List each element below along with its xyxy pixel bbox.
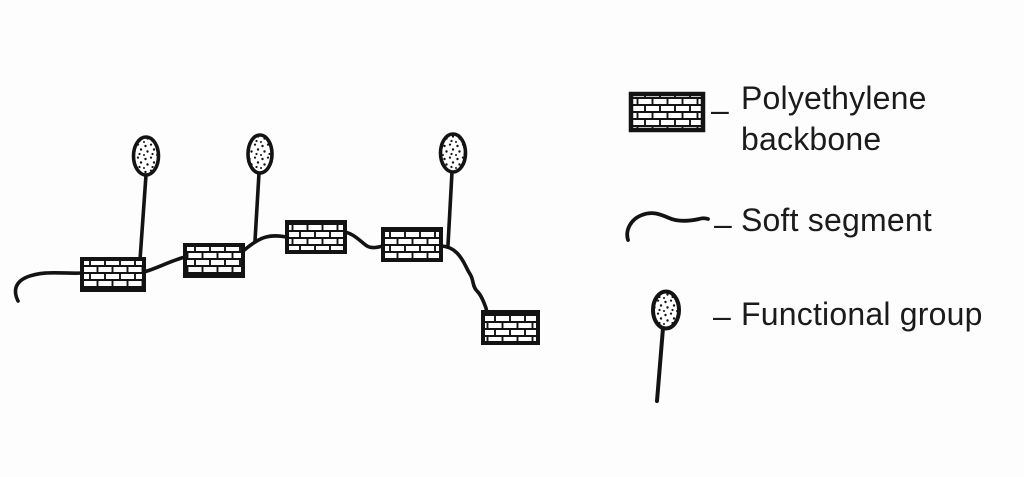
legend-label-soft-segment: Soft segment [741,202,932,238]
functional-group-stalk-1 [138,173,148,262]
functional-group-head-2 [246,133,274,175]
legend-label-polyethylene-backbone: Polyethylene backbone [741,80,927,157]
backbone-block-4 [381,227,443,262]
soft-segment-link-4 [438,244,489,315]
legend-functional-group-head [651,289,681,331]
functional-group-head-3 [438,132,468,174]
backbone-block-2 [183,243,245,278]
legend-separator-2: – [714,206,732,242]
legend-functional-group-icon [651,289,681,403]
soft-segment-link-2 [240,234,289,254]
functional-group-stalks [138,170,454,262]
legend-squiggle-line-icon [625,211,710,242]
soft-segment-left-tail [13,270,84,303]
backbone-block-5 [481,310,540,345]
soft-segment-link-3 [342,230,385,250]
legend-icons [625,91,710,403]
functional-group-stalk-3 [446,170,454,247]
legend-separator-1: – [711,92,729,128]
backbone-block-3 [285,220,347,254]
legend-separator-3: – [713,298,731,334]
soft-segment-link-1 [142,255,187,274]
functional-group-head-1 [131,135,161,177]
legend-brick-block-icon [628,91,706,133]
polyethylene-backbone-blocks [80,220,540,345]
soft-segment-chain [13,230,489,315]
legend-label-functional-group: Functional group [741,296,983,332]
functional-group-stalk-2 [253,171,261,243]
functional-group-heads [131,132,468,177]
legend-functional-group-stalk [655,326,665,403]
backbone-block-1 [80,257,146,292]
